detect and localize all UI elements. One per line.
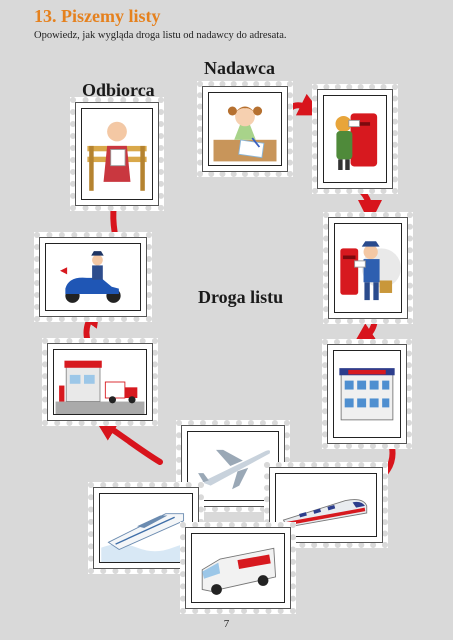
postman-scooter-icon bbox=[60, 251, 121, 303]
route-label: Droga listu bbox=[198, 287, 284, 307]
page-number: 7 bbox=[223, 618, 230, 630]
girl-writing-letter-icon bbox=[213, 106, 277, 162]
page-title: 13. Piszemy listy bbox=[34, 6, 161, 26]
ship-icon bbox=[101, 513, 191, 562]
stamp-recipient bbox=[70, 97, 164, 211]
grandma-reading-letter-icon bbox=[87, 121, 147, 191]
stamp-postman bbox=[323, 212, 413, 324]
child-posting-letter-icon bbox=[335, 113, 378, 170]
recipient-label: Odbiorca bbox=[82, 80, 155, 100]
stamp-depot bbox=[42, 338, 158, 426]
postman-at-postbox-icon bbox=[340, 241, 401, 301]
train-icon bbox=[282, 499, 368, 528]
arrow-plane-to-depot bbox=[93, 417, 163, 465]
stamp-sender bbox=[197, 81, 293, 177]
sender-label: Nadawca bbox=[204, 58, 275, 78]
delivery-van-icon bbox=[201, 547, 277, 595]
post-depot-icon bbox=[55, 360, 145, 414]
post-office-building-icon bbox=[339, 368, 395, 421]
page-instruction: Opowiedz, jak wygląda droga listu od nad… bbox=[34, 30, 287, 41]
stamp-postbox bbox=[312, 84, 398, 194]
stamp-post-office bbox=[322, 339, 412, 449]
stamp-van bbox=[180, 522, 296, 614]
stamp-scooter bbox=[34, 232, 152, 322]
stamp-ship bbox=[88, 482, 204, 574]
airplane-icon bbox=[198, 449, 271, 490]
